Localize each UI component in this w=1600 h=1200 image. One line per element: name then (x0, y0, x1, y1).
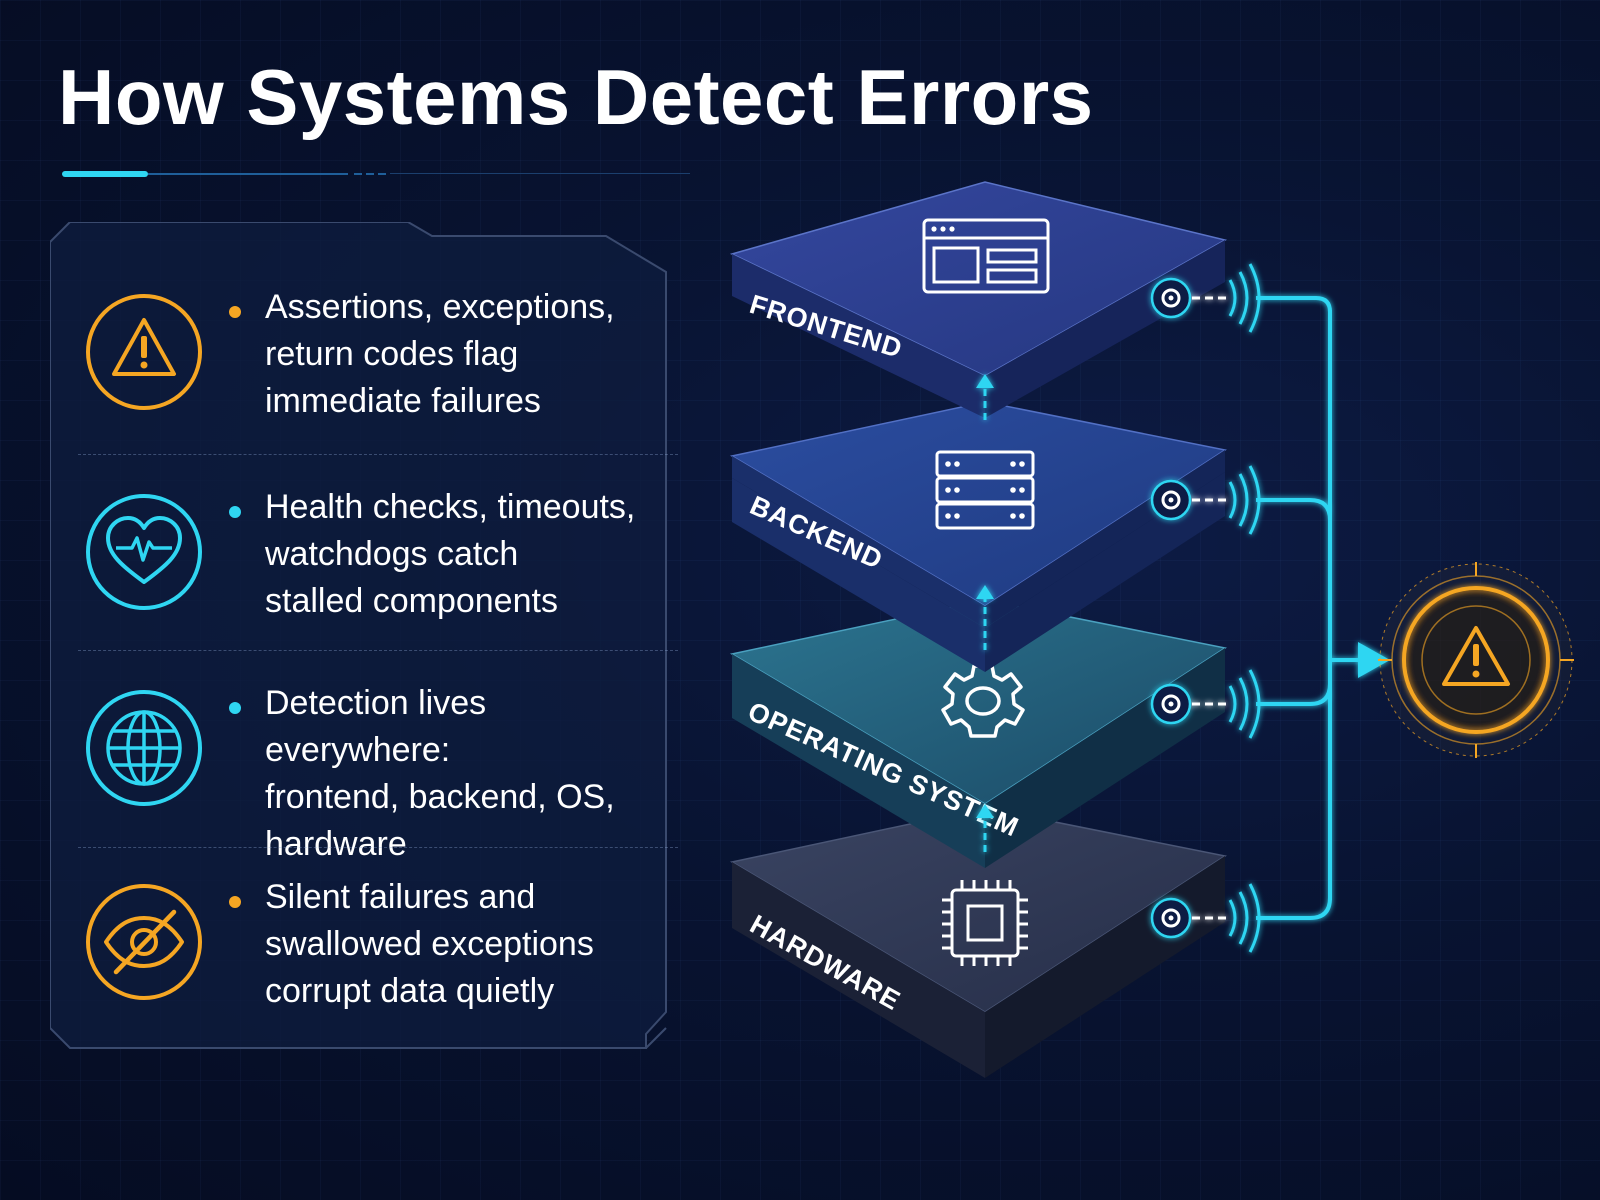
divider (78, 454, 678, 455)
item-text: Health checks, timeouts, watchdogs catch… (265, 488, 636, 620)
warning-icon (86, 294, 202, 410)
bullet-dot (229, 306, 241, 318)
list-item-assertions: Assertions, exceptions, return codes fla… (50, 284, 670, 474)
server-rack-icon (935, 450, 1035, 530)
sensor-hardware (1150, 883, 1332, 953)
item-text: Silent failures and swallowed exceptions… (265, 878, 594, 1010)
cpu-chip-icon (942, 880, 1028, 966)
bullet-dot (229, 896, 241, 908)
alert-arrow (1330, 642, 1390, 678)
divider (78, 847, 678, 848)
globe-icon (86, 690, 202, 806)
layer-backend: BACKEND (729, 401, 1227, 672)
page-title: How Systems Detect Errors (58, 53, 1094, 141)
panel-frame (50, 222, 667, 1049)
list-item-detection-everywhere: Detection lives everywhere: frontend, ba… (50, 680, 670, 870)
detection-methods-panel: Assertions, exceptions, return codes fla… (50, 222, 678, 1068)
list-item-health-checks: Health checks, timeouts, watchdogs catch… (50, 484, 670, 674)
signal-connectors (1150, 263, 1390, 953)
upward-flow-arrows (976, 374, 994, 852)
alert-target-icon (1378, 562, 1574, 758)
sensor-frontend (1150, 263, 1332, 333)
bullet-dot (229, 702, 241, 714)
item-text: Detection lives everywhere: frontend, ba… (265, 684, 615, 863)
browser-window-icon (922, 218, 1050, 294)
divider (78, 650, 678, 651)
gear-icon (941, 664, 1025, 738)
bullet-dot (229, 506, 241, 518)
title-underline (62, 171, 690, 177)
list-item-silent-failures: Silent failures and swallowed exceptions… (50, 874, 670, 1064)
item-text: Assertions, exceptions, return codes fla… (265, 288, 615, 420)
heart-pulse-icon (86, 494, 202, 610)
eye-slash-icon (86, 884, 202, 1000)
